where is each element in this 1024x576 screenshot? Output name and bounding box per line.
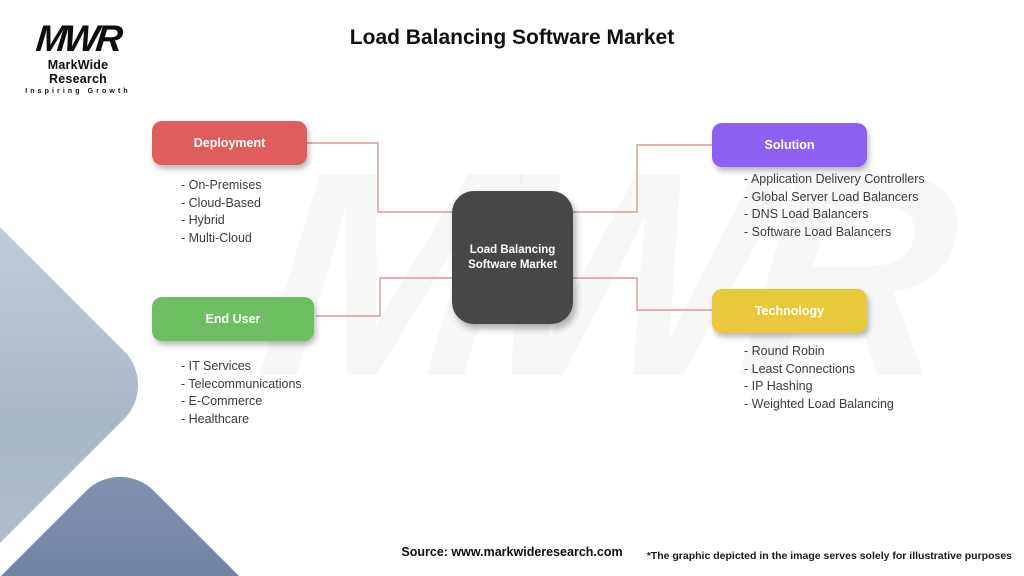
list-item: - DNS Load Balancers [744,207,869,222]
page-title: Load Balancing Software Market [349,26,675,49]
list-item: - Healthcare [181,411,250,426]
logo-tagline: Inspiring Growth [25,88,131,95]
technology-box: Technology [712,289,867,333]
connector-technology [573,277,712,311]
list-item: - Telecommunications [181,376,302,391]
end-user-box: End User [152,297,314,341]
list-item: - IP Hashing [744,379,813,394]
end-user-list: - IT Services - Telecommunications - E-C… [181,358,302,428]
logo-name: MarkWide Research [47,58,109,86]
deployment-list: - On-Premises - Cloud-Based - Hybrid - M… [181,177,262,247]
technology-list: - Round Robin - Least Connections - IP H… [744,343,894,413]
brand-logo: MWR MarkWide Research Inspiring Growth [20,18,136,95]
list-item: - Weighted Load Balancing [744,396,894,411]
central-node-line1: Load Balancing [469,243,556,256]
source-text: Source: www.markwideresearch.com [401,545,623,559]
connector-enduser [316,277,452,317]
list-item: - On-Premises [181,178,262,192]
deployment-box: Deployment [152,121,307,165]
solution-label: Solution [764,138,815,152]
list-item: - Software Load Balancers [744,224,892,239]
solution-list: - Application Delivery Controllers - Glo… [744,171,925,241]
solution-box: Solution [712,123,867,167]
list-item: - IT Services [181,359,251,373]
technology-label: Technology [754,304,825,318]
list-item: - Round Robin [744,344,825,358]
list-item: - Least Connections [744,361,856,376]
connector-deployment [307,142,452,213]
connector-solution [573,144,712,213]
list-item: - Multi-Cloud [181,230,252,245]
list-item: - E-Commerce [181,394,263,409]
central-node: Load Balancing Software Market [452,191,573,324]
deployment-label: Deployment [193,136,266,150]
list-item: - Application Delivery Controllers [744,172,925,186]
central-node-line2: Software Market [468,258,557,271]
list-item: - Global Server Load Balancers [744,189,919,204]
list-item: - Hybrid [181,213,225,228]
list-item: - Cloud-Based [181,195,261,210]
end-user-label: End User [205,312,261,326]
disclaimer-text: *The graphic depicted in the image serve… [646,550,1012,562]
